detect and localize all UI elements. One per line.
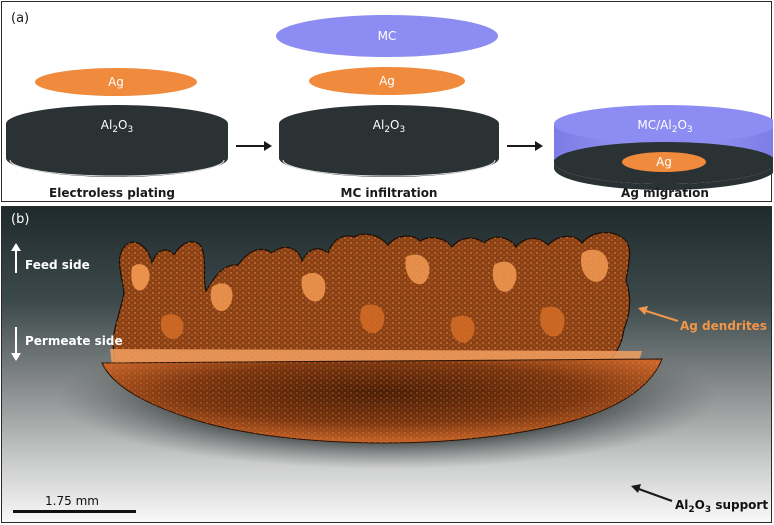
scale-bar <box>13 510 136 513</box>
panel-a-process-schematic: (a) Ag Al2O3 Electroless plating <box>1 1 774 202</box>
ag-dendrites-label: Ag dendrites <box>680 319 767 333</box>
panel-a-svg: (a) Ag Al2O3 Electroless plating <box>6 11 774 200</box>
al2o3-disk-1 <box>6 105 228 177</box>
ag-embedded-region <box>101 358 663 444</box>
caption-ag-migration: Ag migration <box>621 186 709 200</box>
panel-a-label: (a) <box>11 11 29 26</box>
mc-al2o3-label: MC/Al2O3 <box>637 118 692 135</box>
arrow-down-icon <box>11 327 21 361</box>
permeate-side-label: Permeate side <box>25 334 123 348</box>
mc-layer <box>276 15 498 57</box>
panel-b-svg: (b) Feed side Permeate side Ag dendrites <box>2 207 771 522</box>
al2o3-label-2: Al2O3 <box>373 118 405 135</box>
scale-bar-label: 1.75 mm <box>45 494 99 508</box>
arrow-right-icon <box>236 141 272 151</box>
arrow-up-icon <box>11 243 21 273</box>
ag-inner-layer <box>622 152 706 172</box>
caption-electroless-plating: Electroless plating <box>49 186 175 200</box>
ag-label-2: Ag <box>379 74 395 88</box>
ag-layer-1 <box>35 68 197 96</box>
step-ag-migration: MC/Al2O3 Ag Ag migration <box>554 105 774 200</box>
step-electroless-plating: Ag Al2O3 Electroless plating <box>6 68 228 200</box>
dendrites-callout-arrow <box>638 306 679 322</box>
ag-label-1: Ag <box>108 75 124 89</box>
caption-mc-infiltration: MC infiltration <box>341 186 438 200</box>
al2o3-disk-2 <box>279 105 499 177</box>
panel-b-label: (b) <box>11 212 29 227</box>
panel-b-ct-image: (b) Feed side Permeate side Ag dendrites <box>1 206 772 523</box>
ag-dendrite-mass <box>112 232 631 368</box>
mc-label: MC <box>378 29 397 43</box>
al2o3-label-1: Al2O3 <box>101 118 133 135</box>
al2o3-support-label: Al2O3 support <box>675 498 768 515</box>
support-callout-arrow <box>631 484 673 502</box>
step-mc-infiltration: MC Ag Al2O3 MC infiltration <box>276 15 499 200</box>
feed-side-label: Feed side <box>25 258 90 272</box>
ag-layer-2 <box>309 67 465 95</box>
ag-label-3: Ag <box>656 155 672 169</box>
mc-al2o3-disk <box>554 105 774 190</box>
arrow-right-icon <box>507 141 543 151</box>
